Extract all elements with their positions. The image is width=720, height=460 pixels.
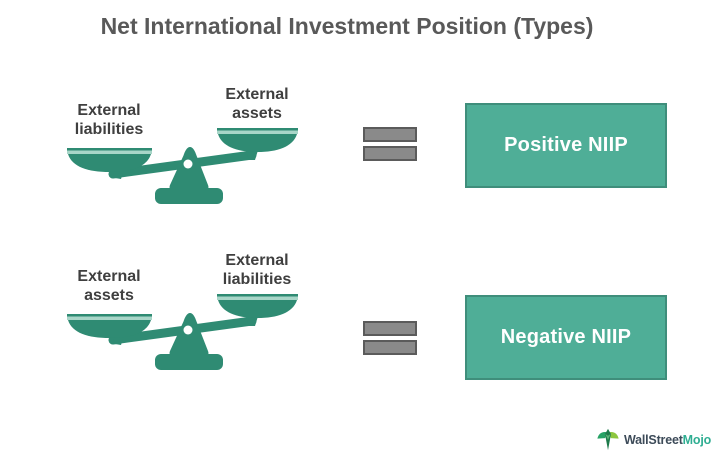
equals-icon [363, 127, 417, 161]
bull-icon [597, 428, 619, 451]
fulcrum [155, 147, 223, 204]
brand-name-accent: Mojo [682, 432, 712, 447]
equals-bar [363, 146, 417, 161]
pan-label-bottom-right: External liabilities [222, 252, 292, 288]
result-label-positive: Positive NIIP [504, 134, 628, 156]
pan-label-top-right: External assets [225, 86, 289, 122]
result-box-positive: Positive NIIP [465, 103, 667, 188]
left-pan-low [67, 314, 152, 345]
balance-scale-negative [67, 294, 298, 370]
right-pan-high [217, 294, 298, 326]
pan-label-top-left: External liabilities [74, 102, 144, 138]
equals-bar [363, 340, 417, 355]
result-box-negative: Negative NIIP [465, 295, 667, 380]
equals-icon [363, 321, 417, 355]
balance-scale-positive [67, 128, 298, 204]
left-pan-low [67, 148, 152, 179]
right-pan-high [217, 128, 298, 160]
equals-bar [363, 321, 417, 336]
result-label-negative: Negative NIIP [500, 326, 632, 348]
brand-name-primary: WallStreet [624, 432, 683, 447]
fulcrum [155, 313, 223, 370]
page-title: Net International Investment Position (T… [100, 13, 594, 39]
brand-name: WallStreetMojo [624, 433, 711, 447]
brand-logo: WallStreetMojo [596, 427, 711, 452]
equals-bar [363, 127, 417, 142]
pan-label-bottom-left: External assets [77, 268, 141, 304]
